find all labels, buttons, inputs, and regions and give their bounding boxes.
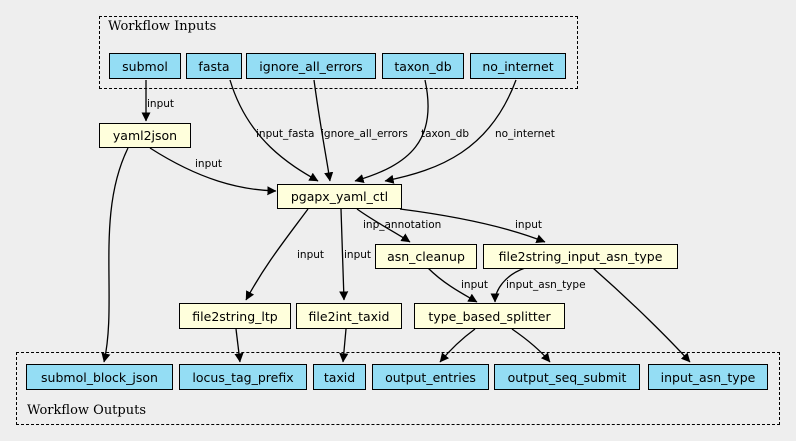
output-node-taxid[interactable]: taxid bbox=[313, 364, 366, 390]
edge-label-taxon-pgapx: taxon_db bbox=[421, 128, 470, 140]
edge-nointernet-pgapx bbox=[384, 79, 517, 184]
edge-pgapx-file2string-input bbox=[399, 208, 546, 244]
edge-yaml2json-pgapx bbox=[149, 147, 277, 196]
edge-file2string-input-asn-type bbox=[592, 267, 691, 363]
input-node-submol[interactable]: submol bbox=[109, 53, 181, 79]
output-node-output-entries[interactable]: output_entries bbox=[372, 364, 489, 390]
edge-label-nointernet-pgapx: no_internet bbox=[495, 128, 555, 140]
edge-ltp-locus-tag-prefix bbox=[234, 328, 244, 363]
edge-label-yaml2json-pgapx: input bbox=[195, 158, 223, 170]
edge-label-fasta-pgapx: input_fasta bbox=[256, 128, 315, 140]
workflow-outputs-cluster bbox=[16, 352, 780, 425]
edge-label-asn-cleanup-splitter: input bbox=[461, 279, 489, 291]
output-node-output-seq-submit[interactable]: output_seq_submit bbox=[494, 364, 640, 390]
input-node-ignore-all-errors[interactable]: ignore_all_errors bbox=[246, 53, 376, 79]
step-node-asn-cleanup[interactable]: asn_cleanup bbox=[375, 244, 477, 269]
edge-label-pgapx-file2int-taxid: input bbox=[344, 249, 372, 261]
edge-label-submol-yaml2json: input bbox=[147, 98, 175, 110]
edge-ignore-pgapx bbox=[313, 79, 334, 182]
step-node-yaml2json[interactable]: yaml2json bbox=[99, 123, 191, 148]
edge-label-ignore-pgapx: ignore_all_errors bbox=[321, 128, 408, 140]
edge-fasta-pgapx bbox=[229, 79, 319, 182]
edge-label-pgapx-file2string-ltp: input bbox=[297, 249, 325, 261]
edge-pgapx-asn-cleanup bbox=[356, 208, 411, 243]
edge-taxon-pgapx bbox=[354, 79, 429, 183]
edge-label-pgapx-asn-cleanup: inp_annotation bbox=[363, 219, 442, 231]
edge-pgapx-file2string-ltp bbox=[245, 208, 309, 301]
edge-label-pgapx-file2string-input: input bbox=[515, 219, 543, 231]
edge-file2string-input-splitter bbox=[490, 267, 526, 303]
edge-yaml2json-submol-block-json bbox=[101, 147, 129, 363]
edge-label-file2string-input-splitter: input_asn_type bbox=[506, 279, 586, 291]
edge-taxid bbox=[339, 328, 349, 363]
step-node-file2int-taxid[interactable]: file2int_taxid bbox=[296, 303, 402, 329]
edge-pgapx-file2int-taxid bbox=[339, 208, 349, 301]
output-node-submol-block-json[interactable]: submol_block_json bbox=[26, 364, 173, 390]
step-node-file2string-ltp[interactable]: file2string_ltp bbox=[179, 303, 291, 329]
workflow-outputs-label: Workflow Outputs bbox=[27, 403, 146, 418]
step-node-pgapx-yaml-ctl[interactable]: pgapx_yaml_ctl bbox=[277, 184, 402, 209]
input-node-no-internet[interactable]: no_internet bbox=[470, 53, 566, 79]
input-node-taxon-db[interactable]: taxon_db bbox=[382, 53, 464, 79]
edge-splitter-output-entries bbox=[439, 328, 476, 363]
workflow-inputs-cluster bbox=[99, 16, 578, 89]
output-node-input-asn-type[interactable]: input_asn_type bbox=[648, 364, 768, 390]
input-node-fasta[interactable]: fasta bbox=[186, 53, 242, 79]
edge-asn-cleanup-splitter bbox=[427, 267, 478, 303]
step-node-file2string-input-asn-type[interactable]: file2string_input_asn_type bbox=[483, 244, 678, 269]
output-node-locus-tag-prefix[interactable]: locus_tag_prefix bbox=[179, 364, 307, 390]
workflow-inputs-label: Workflow Inputs bbox=[108, 19, 217, 34]
step-node-type-based-splitter[interactable]: type_based_splitter bbox=[414, 303, 565, 329]
edge-splitter-output-seq-submit bbox=[511, 328, 551, 363]
